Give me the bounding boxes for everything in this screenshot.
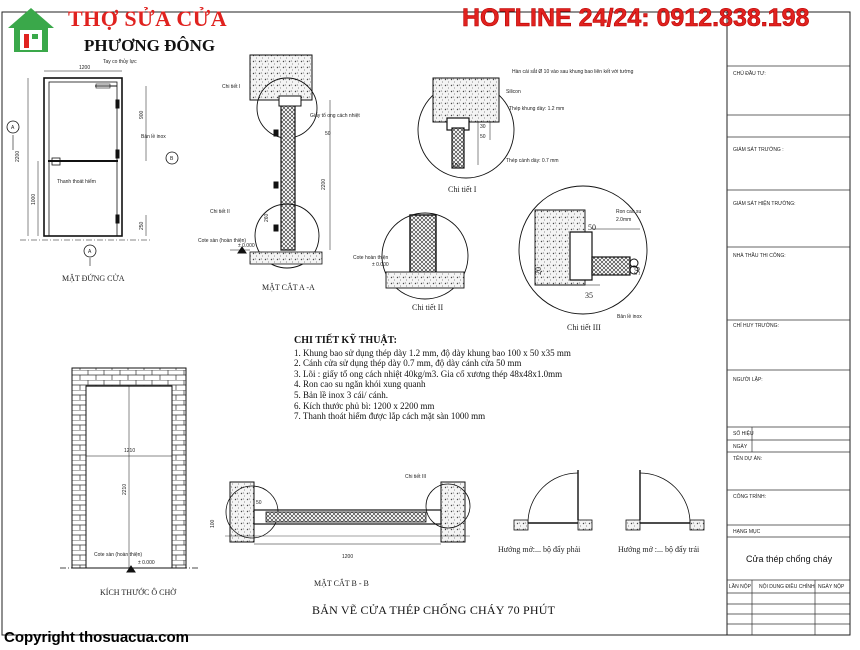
hinge-label: Bản lề inox	[141, 134, 166, 140]
detail-3-gasket-label: Ron cao su	[616, 209, 642, 215]
detail-3-dim-50-vertical: 50	[633, 267, 642, 275]
section-a-marker-bottom: A	[88, 249, 92, 255]
spec-item: 2. Cánh cửa sử dụng thép dày 0.7 mm, độ …	[294, 358, 522, 369]
copyright-text: Copyright thosuacua.com	[4, 629, 190, 646]
detail-3-hinge-label: Bản lề inox	[617, 314, 642, 320]
detail-1-dim-50: 50	[480, 134, 486, 140]
detail-2-floor-label: Cote hoàn thiện	[353, 255, 389, 261]
dim-250-label: 250	[139, 221, 145, 230]
section-b-marker: B	[170, 156, 174, 162]
opening-dim-width: 1210	[124, 448, 135, 454]
aa-floor-label: Cote sàn (hoàn thiện)	[198, 238, 246, 244]
detail-1-dim-100: 100	[452, 163, 461, 169]
dim-height-label: 2200	[15, 151, 21, 162]
detail-3-dim-35: 35	[585, 291, 593, 300]
brand-name: THỢ SỬA CỬA	[68, 6, 228, 31]
tb-work: CÔNG TRÌNH:	[733, 494, 766, 500]
aa-dim-260: 260	[264, 213, 270, 222]
brand-subname: PHƯƠNG ĐÔNG	[84, 36, 216, 55]
bb-dim-50: 50	[256, 500, 262, 506]
title-block-grid	[727, 65, 850, 635]
detail-3-title: Chi tiết III	[567, 323, 601, 332]
detail-1-dim-30: 30	[480, 124, 486, 130]
brand-logo-icon	[8, 8, 54, 52]
swing-right-label: Hướng mở:... bộ đẩy phải	[498, 545, 581, 554]
detail-1-weld-label: Hàn cái sắt Ø 10 vào sau khung bao liên …	[512, 68, 634, 75]
detail-3-dim-20: 20	[534, 267, 543, 275]
closer-label: Tay co thủy lực	[103, 58, 137, 65]
tech-specs: CHI TIẾT KỸ THUẬT: 1. Khung bao sử dụng …	[294, 335, 571, 422]
opening-title: KÍCH THƯỚC Ô CHỜ	[100, 587, 177, 597]
opening-dim-height: 2210	[122, 484, 128, 495]
hotline-banner: HOTLINE 24/24: 0912.838.198	[462, 4, 810, 33]
panic-bar-label: Thanh thoát hiểm	[57, 178, 96, 185]
bb-dim-1200: 1200	[342, 554, 353, 560]
aa-detail-2-label: Chi tiết II	[210, 209, 230, 215]
tb-rev-col-1: LẦN NỘP	[729, 584, 751, 590]
section-a-marker: A	[11, 125, 15, 131]
dim-1000-label: 1000	[31, 194, 37, 205]
tb-contractor: NHÀ THẦU THI CÔNG:	[733, 253, 786, 259]
detail-2-title: Chi tiết II	[412, 303, 443, 312]
tb-commander: CHỈ HUY TRƯỞNG:	[733, 323, 779, 329]
aa-elev-label: ± 0.000	[238, 243, 255, 249]
drawing-title: BẢN VẼ CỬA THÉP CHỐNG CHÁY 70 PHÚT	[312, 603, 556, 617]
tb-project: TÊN DỰ ÁN:	[733, 456, 762, 462]
spec-item: 3. Lõi : giấy tổ ong cách nhiệt 40kg/m3.…	[294, 368, 563, 379]
detail-1-silicon-label: Silicon	[506, 89, 521, 95]
tech-specs-heading: CHI TIẾT KỸ THUẬT:	[294, 335, 397, 346]
detail-2-drawing	[381, 212, 469, 300]
tb-owner: CHỦ ĐẦU TƯ:	[733, 71, 766, 77]
swing-right-drawing	[513, 470, 593, 531]
tb-rev-col-3: NGÀY NỘP	[818, 584, 845, 590]
aa-dim-50: 50	[325, 131, 331, 137]
spec-item: 5. Bản lề inox 3 cái/ cánh.	[294, 389, 388, 400]
tb-rev-col-2: NỘI DUNG ĐIỀU CHỈNH	[759, 584, 815, 590]
tb-date: NGÀY	[733, 444, 748, 450]
sheet-border	[1, 11, 851, 636]
section-aa	[230, 54, 331, 269]
elevation-title: MẶT ĐỨNG CỬA	[62, 273, 125, 283]
door-elevation	[6, 70, 179, 266]
detail-3-dim-50: 50	[588, 223, 596, 232]
aa-insulation-label: Giấy tổ ong cách nhiệt	[310, 112, 360, 119]
section-aa-title: MẶT CẮT A -A	[262, 282, 315, 292]
spec-item: 6. Kích thước phủ bì: 1200 x 2200 mm	[294, 400, 435, 411]
bb-dim-100: 100	[210, 519, 216, 528]
detail-1-drawing	[417, 77, 515, 179]
tb-supervisor-site: GIÁM SÁT HIỆN TRƯỜNG:	[733, 201, 796, 207]
spec-item: 4. Ron cao su ngăn khói xung quanh	[294, 379, 426, 390]
aa-dim-2200: 2200	[321, 179, 327, 190]
tb-item: HẠNG MỤC	[733, 529, 761, 535]
section-bb-title: MẶT CẮT B - B	[314, 578, 369, 588]
spec-item: 1. Khung bao sử dụng thép dày 1.2 mm, độ…	[294, 347, 571, 358]
aa-detail-1-label: Chi tiết I	[222, 84, 240, 90]
section-bb	[225, 481, 471, 545]
detail-1-leaf-label: Thép cánh dày: 0.7 mm	[506, 158, 559, 164]
opening-elev: ± 0.000	[138, 560, 155, 566]
detail-2-elev: ± 0.000	[372, 262, 389, 268]
detail-3-thickness: 2.0mm	[616, 217, 631, 223]
tb-product: Cửa thép chống cháy	[746, 554, 833, 564]
swing-left-drawing	[625, 470, 705, 531]
opening-floor-label: Cote sàn (hoàn thiện)	[94, 552, 142, 558]
tb-supervisor-chief: GIÁM SÁT TRƯỞNG :	[733, 147, 784, 153]
dim-width-label: 1200	[79, 65, 90, 71]
detail-3-drawing	[518, 185, 648, 315]
tb-code: SỐ HIỆU	[733, 431, 754, 437]
opening-drawing	[60, 367, 200, 573]
tb-drafter: NGƯỜI LẬP:	[733, 377, 763, 383]
detail-1-title: Chi tiết I	[448, 185, 477, 194]
dim-900-label: 900	[139, 110, 145, 119]
spec-item: 7. Thanh thoát hiểm được lắp cách mặt sà…	[294, 411, 486, 422]
swing-left-label: Hướng mở :... bộ đẩy trái	[618, 545, 700, 554]
bb-detail-3-label: Chi tiết III	[405, 474, 426, 480]
detail-1-frame-label: Thép khung dày: 1.2 mm	[509, 106, 564, 112]
